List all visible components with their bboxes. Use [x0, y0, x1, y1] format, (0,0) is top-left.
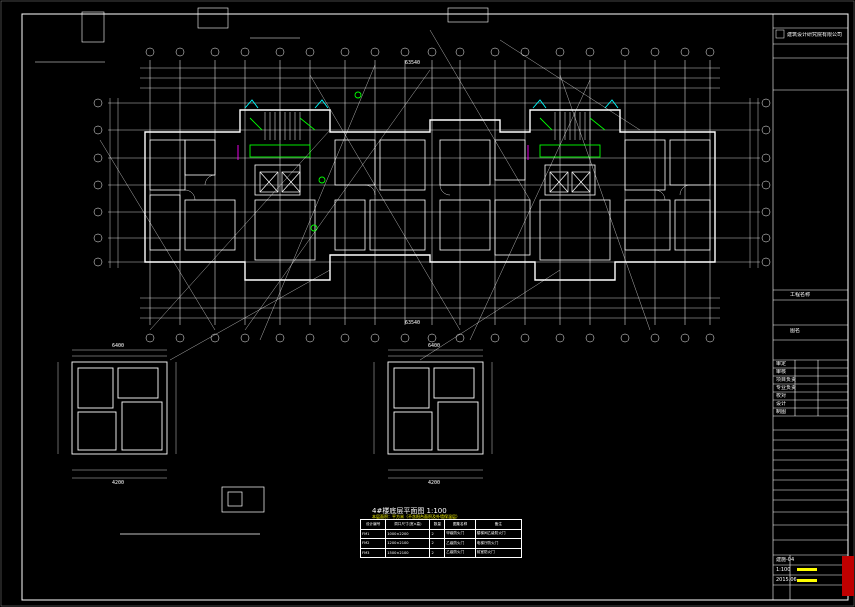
sheet-edge-tag	[842, 556, 854, 596]
table-cell: 乙级防火门	[444, 538, 476, 549]
title-block	[772, 13, 849, 601]
table-row: FM2 1200×2100 2 乙级防火门 电梯厅防火门	[359, 538, 523, 549]
title-block-row: 专业负责	[776, 385, 797, 391]
axis-bubbles-right	[761, 98, 771, 267]
title-block-project-label: 工程名称	[790, 292, 811, 298]
table-cell: FM2	[359, 538, 387, 549]
axis-bubbles-bottom	[145, 333, 715, 343]
table-row: FM3 1500×2100 2 乙级防火门 前室防火门	[359, 547, 523, 558]
stair-right	[554, 112, 591, 140]
table-cell: 2	[429, 547, 446, 558]
title-block-row: 审核	[776, 369, 787, 375]
table-header-cell: 备注	[474, 519, 523, 530]
detail-plan-left-dims	[57, 349, 177, 479]
door-schedule-header: 设计编号 洞口尺寸(宽×高) 数量 图集名称 备注	[359, 519, 523, 530]
left-plan-width: 6400	[112, 343, 125, 349]
title-block-logo-box	[775, 29, 785, 39]
title-block-row: 项目负责	[776, 377, 797, 383]
axis-bubbles-top	[145, 47, 715, 57]
detail-plan-right-dims	[373, 349, 493, 479]
total-dimension-top: 63540	[405, 60, 421, 66]
exterior-walls	[144, 109, 716, 281]
title-block-row: 设计	[776, 401, 787, 407]
table-cell: 1200×2100	[385, 538, 431, 549]
plan-title: 4#楼底层平面图 1:100	[372, 507, 447, 515]
table-header-cell: 数量	[429, 519, 446, 530]
plan-area-note: 本层面积：平方米（不含阳台面积及外墙保温层）	[372, 514, 460, 519]
title-block-yellow-2	[797, 579, 817, 582]
title-block-row: 校对	[776, 393, 787, 399]
table-cell: 1000×2200	[385, 528, 431, 539]
title-block-date: 2015.06	[776, 577, 797, 583]
title-block-drawing-label: 图名	[790, 328, 801, 334]
door-swings	[184, 174, 691, 201]
title-block-scale: 1:100	[776, 567, 791, 573]
title-block-company: 建筑设计研究院有限公司	[787, 32, 843, 38]
leader-lines	[99, 29, 651, 361]
table-cell: 前室防火门	[474, 547, 523, 558]
top-fragments	[35, 7, 489, 63]
axis-bubbles-left	[93, 98, 103, 267]
interior-walls	[149, 139, 711, 261]
table-cell: FM1	[359, 528, 387, 539]
detail-plan-left	[71, 361, 168, 455]
stair-left	[264, 112, 301, 140]
right-plan-width: 6400	[428, 343, 441, 349]
dimension-lines	[109, 67, 759, 319]
left-plan-sub: 4200	[112, 480, 125, 486]
table-header-cell: 设计编号	[359, 519, 387, 530]
table-cell: 楼梯间乙级防火门	[474, 528, 523, 539]
total-dimension-bottom: 63540	[405, 320, 421, 326]
axis-grid-horizontal	[108, 102, 760, 263]
right-plan-sub: 4200	[428, 480, 441, 486]
table-header-cell: 图集名称	[444, 519, 476, 530]
title-block-row: 制图	[776, 409, 787, 415]
table-cell: 2	[429, 528, 446, 539]
title-block-yellow-1	[797, 568, 817, 571]
detail-plan-right	[387, 361, 484, 455]
table-cell: 乙级防火门	[444, 547, 476, 558]
table-header-cell: 洞口尺寸(宽×高)	[385, 519, 431, 530]
table-cell: FM3	[359, 547, 387, 558]
table-cell: 1500×2100	[385, 547, 431, 558]
table-cell: 甲级防火门	[444, 528, 476, 539]
table-cell: 电梯厅防火门	[474, 538, 523, 549]
axis-grid	[149, 60, 711, 325]
elevators	[259, 171, 591, 193]
title-block-drawing-no: 建施-04	[776, 557, 795, 563]
table-cell: 2	[429, 538, 446, 549]
fire-equipment-accents	[237, 91, 619, 232]
small-detail	[120, 486, 265, 535]
title-block-row: 审定	[776, 361, 787, 367]
table-row: FM1 1000×2200 2 甲级防火门 楼梯间乙级防火门	[359, 528, 523, 539]
door-schedule-table: 设计编号 洞口尺寸(宽×高) 数量 图集名称 备注 FM1 1000×2200 …	[359, 519, 523, 558]
